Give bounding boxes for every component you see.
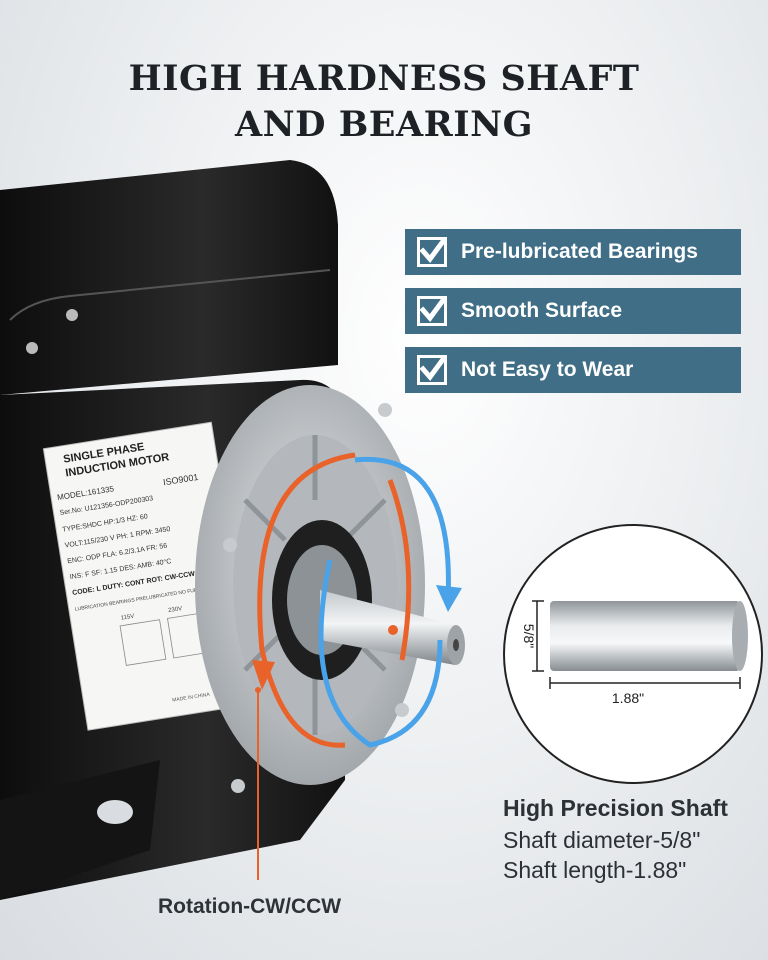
nameplate-115v: 115V [120,614,134,622]
title-line-2: AND BEARING [235,104,533,145]
checkbox-icon [417,237,447,267]
feature-label: Not Easy to Wear [461,358,634,381]
spec-title: High Precision Shaft [503,795,728,821]
spec-diameter: Shaft diameter-5/8" [503,827,701,853]
feature-item: Not Easy to Wear [405,347,741,393]
screw-icon [26,342,38,354]
rotation-arrow-orange [257,452,412,748]
bolt-icon [378,403,392,417]
feature-item: Pre-lubricated Bearings [405,229,741,275]
nameplate-made-in: MADE IN CHINA [172,692,211,704]
feature-list: Pre-lubricated Bearings Smooth Surface N… [405,229,741,406]
capacitor-housing [0,160,338,395]
rotation-arrow-blue [318,456,451,748]
screw-icon [66,309,78,321]
feature-label: Pre-lubricated Bearings [461,240,698,263]
feature-item: Smooth Surface [405,288,741,334]
bolt-icon [223,538,237,552]
shaft-length-label: 1.88" [612,690,644,706]
bolt-icon [395,703,409,717]
checkbox-icon [417,296,447,326]
page-title: HIGH HARDNESS SHAFT AND BEARING [0,56,768,148]
checkbox-icon [417,355,447,385]
nameplate-230v: 230V [168,606,183,614]
bolt-icon [231,779,245,793]
rotation-label: Rotation-CW/CCW [158,895,342,918]
shaft-detail: 5/8" 1.88" [503,524,763,784]
motor-base [0,760,160,900]
shaft-image [550,601,740,671]
spec-length: Shaft length-1.88" [503,857,687,883]
title-line-1: HIGH HARDNESS SHAFT [128,58,640,99]
motor-illustration: SINGLE PHASE INDUCTION MOTOR MODEL:16133… [0,160,465,900]
shaft-diameter-label: 5/8" [521,624,537,648]
feature-label: Smooth Surface [461,299,623,322]
